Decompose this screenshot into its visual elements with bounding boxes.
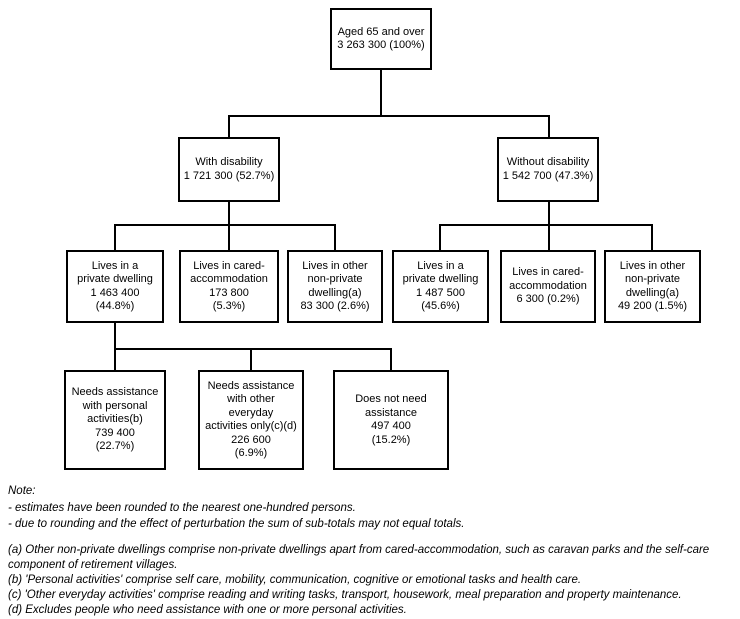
note-block: Note: - estimates have been rounded to t… [8, 483, 734, 533]
connector-drop-wd-private [114, 224, 116, 250]
connector-drop-wd-other [334, 224, 336, 250]
footnote-d: (d) Excludes people who need assistance … [8, 604, 407, 616]
node-wd-private-dwelling: Lives in a private dwelling 1 463 400 (4… [66, 250, 164, 323]
connector-drop-without [548, 115, 550, 137]
node-needs-personal-activities: Needs assistance with personal activitie… [64, 370, 166, 470]
footnote-block: (a) Other non-private dwellings comprise… [8, 543, 736, 618]
node-aged-65-and-over: Aged 65 and over 3 263 300 (100%) [330, 8, 432, 70]
footnote-a: (a) Other non-private dwellings comprise… [8, 544, 710, 571]
connector-drop-wod-other [651, 224, 653, 250]
node-needs-other-everyday-activities: Needs assistance with other everyday act… [198, 370, 304, 470]
connector-drop-wod-cared [548, 224, 550, 250]
connector-without-crossbar [439, 224, 653, 226]
connector-drop-wod-private [439, 224, 441, 250]
connector-drop-no-assistance [390, 348, 392, 370]
connector-with-crossbar [114, 224, 336, 226]
connector-without-stem [548, 202, 550, 224]
footnote-b: (b) 'Personal activities' comprise self … [8, 574, 582, 586]
note-line: - due to rounding and the effect of pert… [8, 518, 465, 530]
connector-private-crossbar [114, 348, 392, 350]
connector-drop-wd-cared [228, 224, 230, 250]
footnote-c: (c) 'Other everyday activities' comprise… [8, 589, 682, 601]
node-with-disability: With disability 1 721 300 (52.7%) [178, 137, 280, 202]
node-wod-cared-accommodation: Lives in cared- accommodation 6 300 (0.2… [500, 250, 596, 323]
connector-drop-needs-personal [114, 348, 116, 370]
connector-private-stem [114, 323, 116, 348]
note-heading: Note: [8, 485, 36, 497]
connector-root-stem [380, 70, 382, 115]
node-does-not-need-assistance: Does not need assistance 497 400 (15.2%) [333, 370, 449, 470]
node-wod-other-non-private: Lives in other non-private dwelling(a) 4… [604, 250, 701, 323]
connector-drop-with [228, 115, 230, 137]
node-wd-cared-accommodation: Lives in cared- accommodation 173 800 (5… [179, 250, 279, 323]
node-without-disability: Without disability 1 542 700 (47.3%) [497, 137, 599, 202]
connector-root-crossbar [228, 115, 550, 117]
connector-drop-needs-other [250, 348, 252, 370]
connector-with-stem [228, 202, 230, 224]
note-line: - estimates have been rounded to the nea… [8, 501, 356, 514]
node-wd-other-non-private: Lives in other non-private dwelling(a) 8… [287, 250, 383, 323]
node-wod-private-dwelling: Lives in a private dwelling 1 487 500 (4… [392, 250, 489, 323]
